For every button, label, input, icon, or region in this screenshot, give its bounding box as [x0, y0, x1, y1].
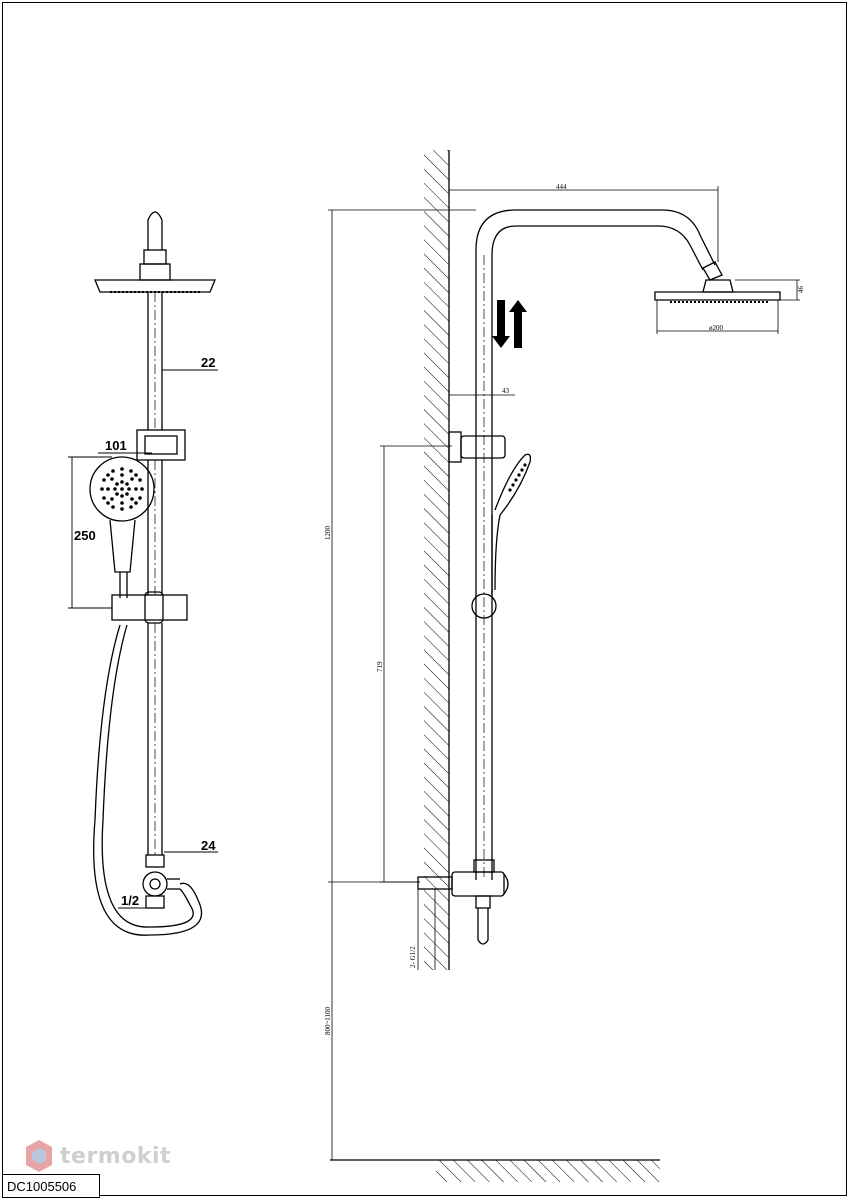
front-view	[68, 211, 218, 936]
nozzle-dot	[115, 482, 119, 486]
nozzle-dot	[130, 497, 134, 501]
nozzle-dot	[120, 487, 124, 491]
nozzle-dot	[127, 487, 131, 491]
dim-101: 101	[105, 438, 127, 453]
dim-43: 43	[502, 387, 510, 395]
nozzle-dot	[110, 477, 114, 481]
dim-46: 46	[797, 286, 805, 294]
dim-800-1100: 800~1100	[324, 1006, 332, 1035]
side-slider-knob	[471, 593, 497, 619]
nozzle-dot	[134, 501, 138, 505]
nozzle-dot	[511, 483, 515, 487]
nozzle-dot	[517, 473, 521, 477]
nozzle-dot	[134, 487, 138, 491]
dim-444: 444	[556, 183, 567, 191]
side-handshower-nozzles	[508, 463, 527, 492]
nozzle-dot	[523, 463, 527, 467]
dim-250: 250	[74, 528, 96, 543]
side-wall-bracket	[448, 431, 462, 463]
nozzle-dot	[110, 497, 114, 501]
nozzle-dot	[514, 478, 518, 482]
front-handshower-handle	[109, 519, 136, 573]
front-handshower-head	[89, 456, 155, 522]
dim-g1-2: 2- G1/2	[409, 946, 417, 968]
front-slider	[111, 594, 188, 621]
side-view	[417, 209, 781, 945]
front-holder	[136, 429, 186, 461]
nozzle-dot	[113, 487, 117, 491]
nozzle-dot	[120, 494, 124, 498]
dim-200: ø200	[709, 324, 724, 332]
nozzle-dot	[120, 473, 124, 477]
product-code: DC1005506	[2, 1174, 100, 1198]
front-diverter-nut	[145, 854, 165, 868]
nozzle-dot	[508, 488, 512, 492]
dim-1-2: 1/2	[121, 893, 139, 908]
dim-719: 719	[376, 661, 384, 672]
side-handshower	[494, 453, 532, 591]
front-head-plate	[94, 279, 216, 293]
nozzle-dot	[106, 473, 110, 477]
nozzle-dot	[520, 468, 524, 472]
side-dimensions	[328, 186, 800, 1160]
front-head-connector	[139, 263, 171, 281]
nozzle-dot	[115, 492, 119, 496]
hexagon-logo-icon	[26, 1140, 52, 1172]
front-handshower-nozzles	[100, 467, 144, 511]
nozzle-dot	[120, 467, 124, 471]
nozzle-dot	[120, 501, 124, 505]
nozzle-dot	[102, 478, 106, 482]
nozzle-dot	[125, 492, 129, 496]
nozzle-dot	[106, 501, 110, 505]
side-holder	[460, 435, 506, 459]
front-hose-inner	[101, 624, 194, 928]
front-diverter-body	[142, 871, 168, 897]
nozzle-dot	[138, 478, 142, 482]
nozzle-dot	[129, 505, 133, 509]
slide-arrows-icon	[492, 300, 527, 348]
floor-hatch	[436, 1160, 660, 1182]
nozzle-dot	[138, 496, 142, 500]
dim-24: 24	[201, 838, 216, 853]
nozzle-dot	[140, 487, 144, 491]
nozzle-dot	[130, 477, 134, 481]
nozzle-dot	[120, 480, 124, 484]
nozzle-dot	[106, 487, 110, 491]
nozzle-dot	[111, 469, 115, 473]
side-head-plate	[654, 291, 781, 301]
dim-22: 22	[201, 355, 215, 370]
front-top-nut	[143, 249, 167, 265]
front-hose-outer	[93, 624, 203, 936]
brand-name: termokit	[60, 1143, 172, 1169]
nozzle-dot	[129, 469, 133, 473]
side-diverter	[451, 871, 505, 897]
nozzle-dot	[134, 473, 138, 477]
wall-hatch	[424, 150, 449, 970]
side-arm-inner	[491, 225, 704, 880]
nozzle-dot	[100, 487, 104, 491]
side-head-neck	[702, 279, 734, 293]
brand-logo: termokit	[24, 1136, 171, 1176]
side-arm-outer	[475, 209, 716, 880]
dim-1200: 1200	[324, 526, 332, 541]
nozzle-dot	[111, 505, 115, 509]
nozzle-dot	[102, 496, 106, 500]
front-top-cap	[147, 211, 163, 250]
nozzle-dot	[125, 482, 129, 486]
nozzle-dot	[120, 507, 124, 511]
side-outlet	[477, 908, 489, 945]
